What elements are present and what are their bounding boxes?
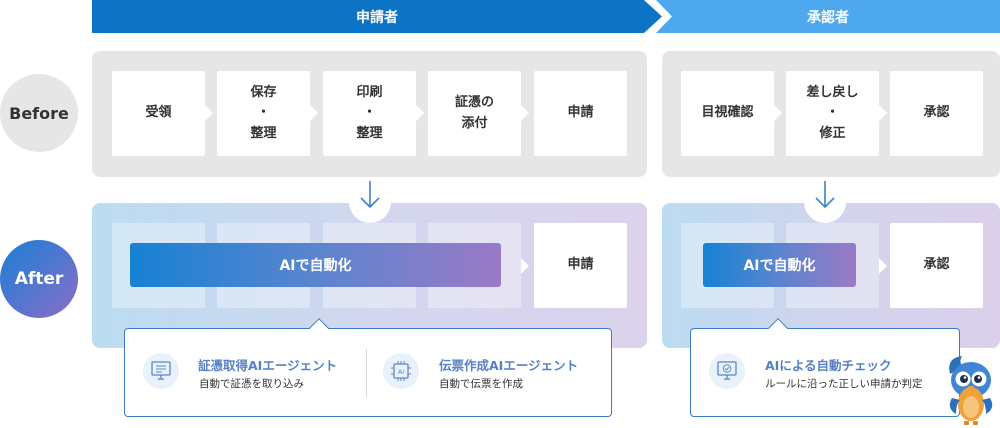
before-step-approve: 承認 — [890, 71, 983, 156]
check-monitor-icon — [709, 353, 745, 389]
after-step-approve: 承認 — [890, 223, 983, 308]
applicant-header: 申請者 — [92, 0, 662, 33]
auto-check-desc: ルールに沿った正しい申請か判定 — [765, 378, 923, 390]
after-step-apply: 申請 — [534, 223, 627, 308]
before-step-receive: 受領 — [112, 71, 205, 156]
applicant-agents-callout — [124, 328, 612, 417]
evidence-agent-title: 証憑取得AIエージェント — [198, 358, 338, 373]
applicant-ai-automation-bar: AIで自動化 — [130, 243, 501, 287]
down-arrow-icon — [804, 181, 846, 223]
ai-bar-label: AIで自動化 — [279, 258, 352, 274]
voucher-agent-desc: 自動で伝票を作成 — [439, 378, 523, 390]
after-label-text: After — [14, 269, 64, 289]
before-step-label: 目視確認 — [701, 105, 754, 121]
approver-header: 承認者 — [656, 0, 1000, 33]
before-step-label: 保存 ・ 整理 — [250, 85, 277, 141]
chevron-right-icon — [521, 258, 529, 274]
chevron-right-icon — [416, 105, 424, 121]
evidence-agent-desc: 自動で証憑を取り込み — [199, 378, 304, 390]
approver-header-label: 承認者 — [807, 9, 849, 26]
chevron-right-icon — [205, 105, 213, 121]
before-step-save-organize: 保存 ・ 整理 — [217, 71, 310, 156]
agent-divider — [366, 349, 367, 397]
after-step-label: 申請 — [567, 257, 594, 273]
before-step-label: 証憑の 添付 — [454, 95, 494, 131]
before-step-return-fix: 差し戻し ・ 修正 — [786, 71, 879, 156]
before-step-label: 承認 — [923, 105, 950, 121]
before-step-label: 差し戻し ・ 修正 — [806, 85, 859, 141]
before-label-text: Before — [9, 103, 69, 123]
before-step-apply: 申請 — [534, 71, 627, 156]
before-step-label: 印刷 ・ 整理 — [356, 85, 383, 141]
chevron-right-icon — [879, 105, 887, 121]
before-step-visual-check: 目視確認 — [681, 71, 774, 156]
before-step-label: 申請 — [567, 105, 594, 121]
approver-ai-automation-bar: AIで自動化 — [703, 243, 856, 287]
auto-check-title: AIによる自動チェック — [765, 358, 892, 373]
ai-bar-label: AIで自動化 — [743, 258, 816, 274]
before-label: Before — [0, 74, 78, 152]
chevron-right-icon — [774, 105, 782, 121]
after-step-label: 承認 — [923, 257, 950, 273]
applicant-header-label: 申請者 — [356, 9, 398, 26]
before-step-attach-evidence: 証憑の 添付 — [428, 71, 521, 156]
after-label: After — [0, 240, 78, 318]
ai-chip-icon: AI — [383, 353, 419, 389]
chevron-right-icon — [521, 105, 529, 121]
down-arrow-icon — [349, 181, 391, 223]
before-step-print-organize: 印刷 ・ 整理 — [323, 71, 416, 156]
chevron-right-icon — [310, 105, 318, 121]
document-monitor-icon — [143, 353, 179, 389]
ai-chip-label: AI — [398, 368, 404, 376]
bird-mascot-icon — [944, 352, 998, 426]
before-step-label: 受領 — [145, 105, 172, 121]
chevron-right-icon — [879, 258, 887, 274]
voucher-agent-title: 伝票作成AIエージェント — [439, 358, 579, 373]
